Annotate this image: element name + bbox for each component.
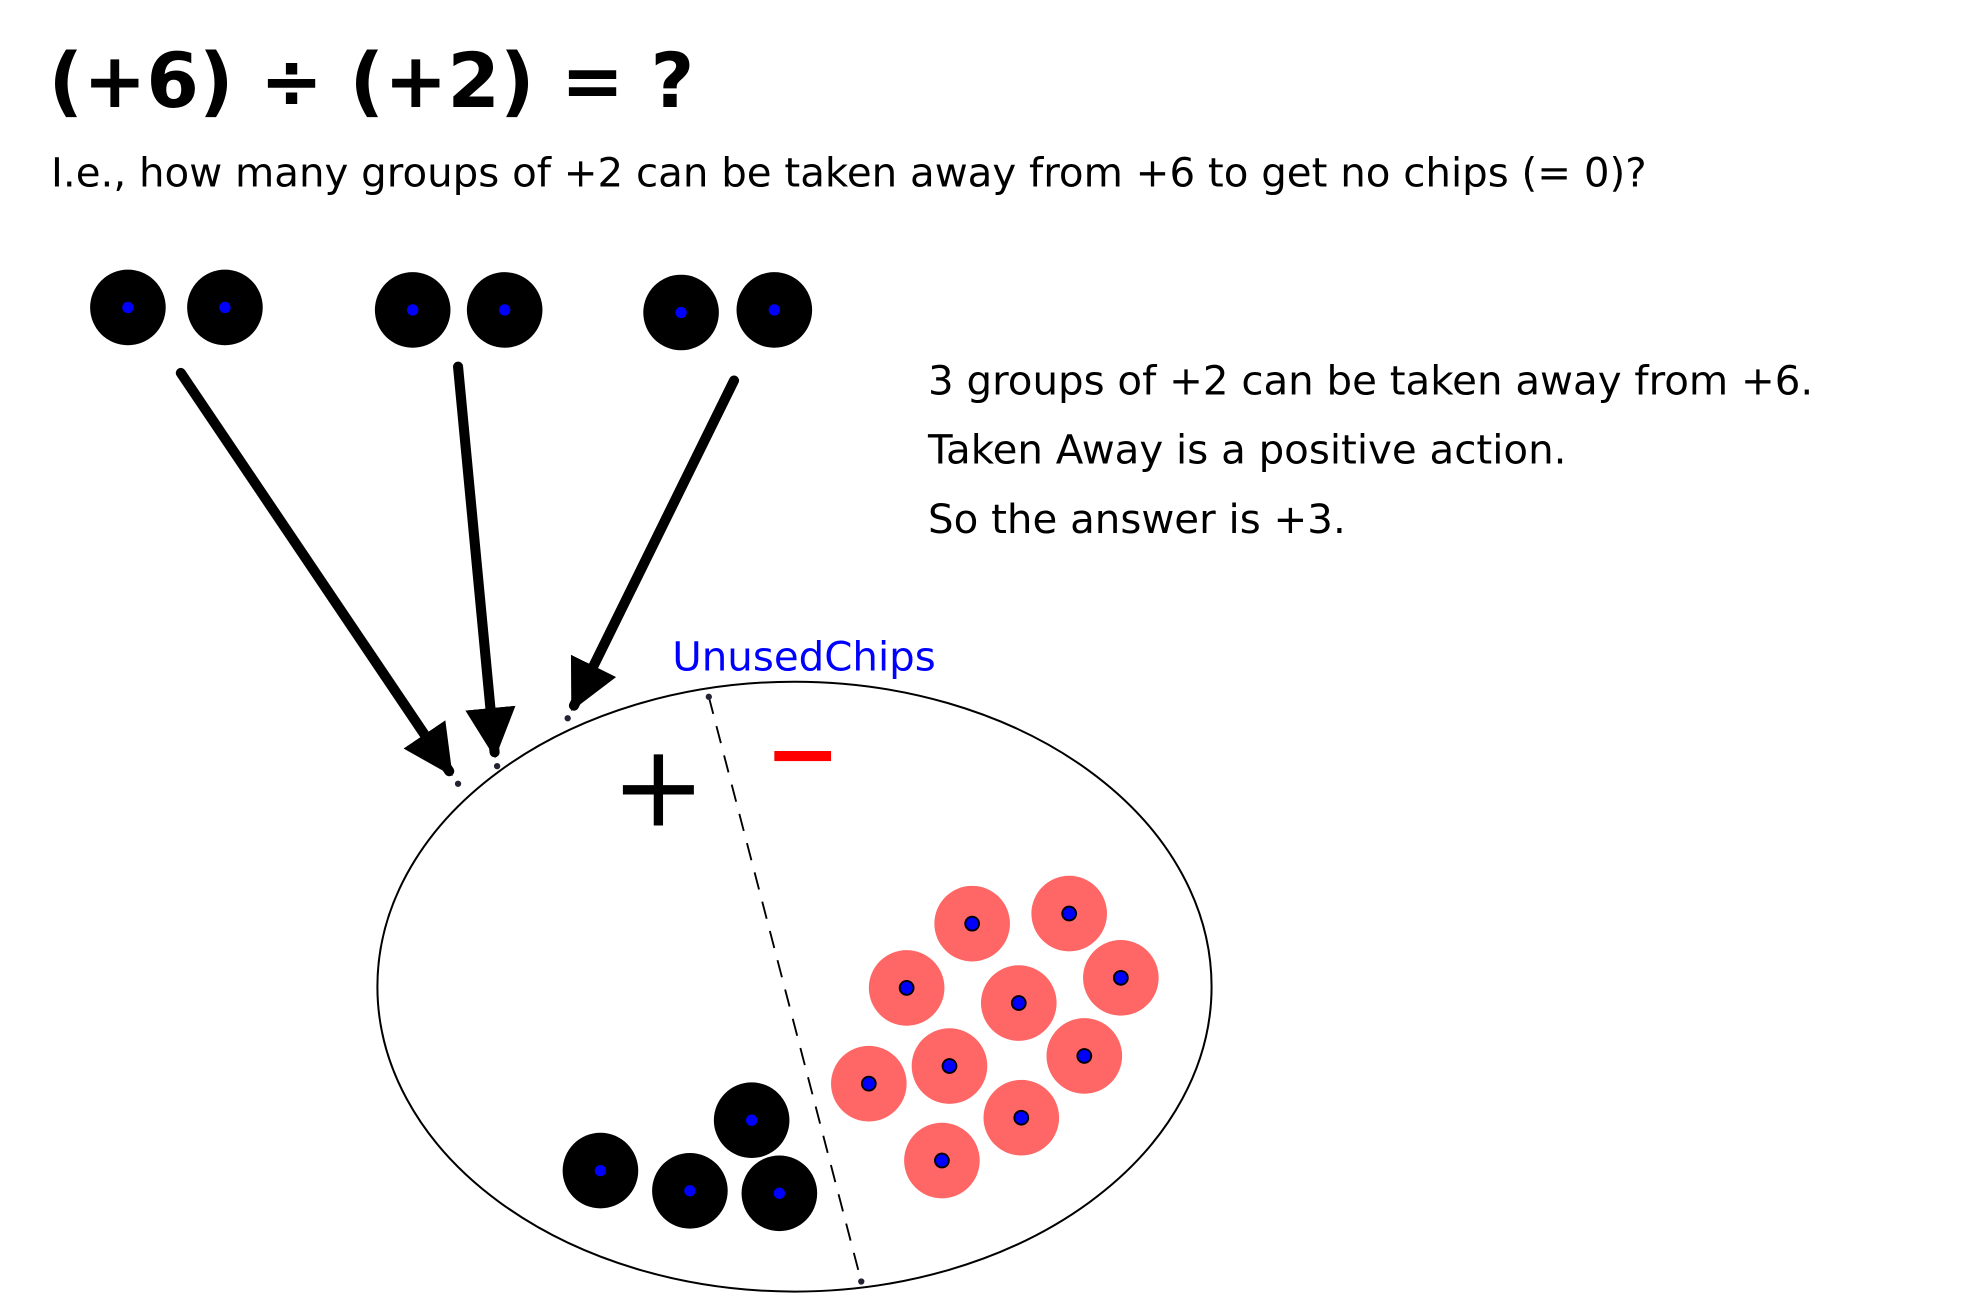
chip-group-3[interactable]: [643, 272, 813, 351]
arrow-2: [453, 361, 516, 759]
minus-sign: [774, 751, 832, 762]
positive-chips-in-region: [562, 1082, 818, 1232]
arrow-endpoint[interactable]: [493, 762, 501, 770]
chip-center-dot: [684, 1185, 696, 1197]
chip-center-dot: [898, 980, 915, 996]
chip-center-dot: [1076, 1048, 1093, 1064]
chip-center-dot: [1013, 1109, 1030, 1126]
unused-chips-region[interactable]: [376, 680, 1213, 1293]
divider-endpoint[interactable]: [858, 1278, 865, 1285]
chip-center-dot: [773, 1187, 786, 1199]
chip-center-dot: [768, 304, 780, 316]
chip-center-dot: [675, 306, 687, 319]
chip-center-dot: [219, 301, 231, 314]
plus-sign: +: [611, 720, 706, 852]
chip-center-dot: [745, 1114, 758, 1126]
chip-center-dot: [594, 1164, 607, 1177]
chip-center-dot: [1010, 995, 1027, 1011]
negative-chips-in-region: [831, 875, 1159, 1199]
explanation-line-1: 3 groups of +2 can be taken away from +6…: [928, 357, 1813, 404]
divider-endpoint[interactable]: [705, 693, 712, 700]
chip-center-dot: [964, 915, 981, 932]
chip-center-dot: [941, 1058, 958, 1074]
explanation-line-3: So the answer is +3.: [928, 496, 1346, 543]
equation-title: (+6) ÷ (+2) = ?: [49, 37, 695, 125]
question-text: I.e., how many groups of +2 can be taken…: [51, 149, 1647, 196]
chip-group-1[interactable]: [90, 269, 263, 346]
chip-center-dot: [407, 304, 419, 316]
chip-center-dot: [499, 304, 511, 316]
chip-center-dot: [1061, 905, 1078, 922]
chip-center-dot: [934, 1152, 950, 1169]
explanation-line-2: Taken Away is a positive action.: [927, 427, 1566, 474]
chip-group-2[interactable]: [374, 272, 543, 348]
arrow-endpoint[interactable]: [454, 780, 462, 787]
arrow-1: [175, 367, 455, 777]
divider-line: [707, 696, 863, 1282]
chip-center-dot: [860, 1075, 877, 1092]
arrow-endpoint[interactable]: [564, 715, 571, 722]
minus-sign-text: −: [1, 0, 2, 1]
arrow-3: [568, 375, 740, 712]
unused-chips-label: UnusedChips: [672, 633, 936, 680]
chip-center-dot: [1112, 969, 1129, 986]
chip-center-dot: [122, 301, 134, 314]
